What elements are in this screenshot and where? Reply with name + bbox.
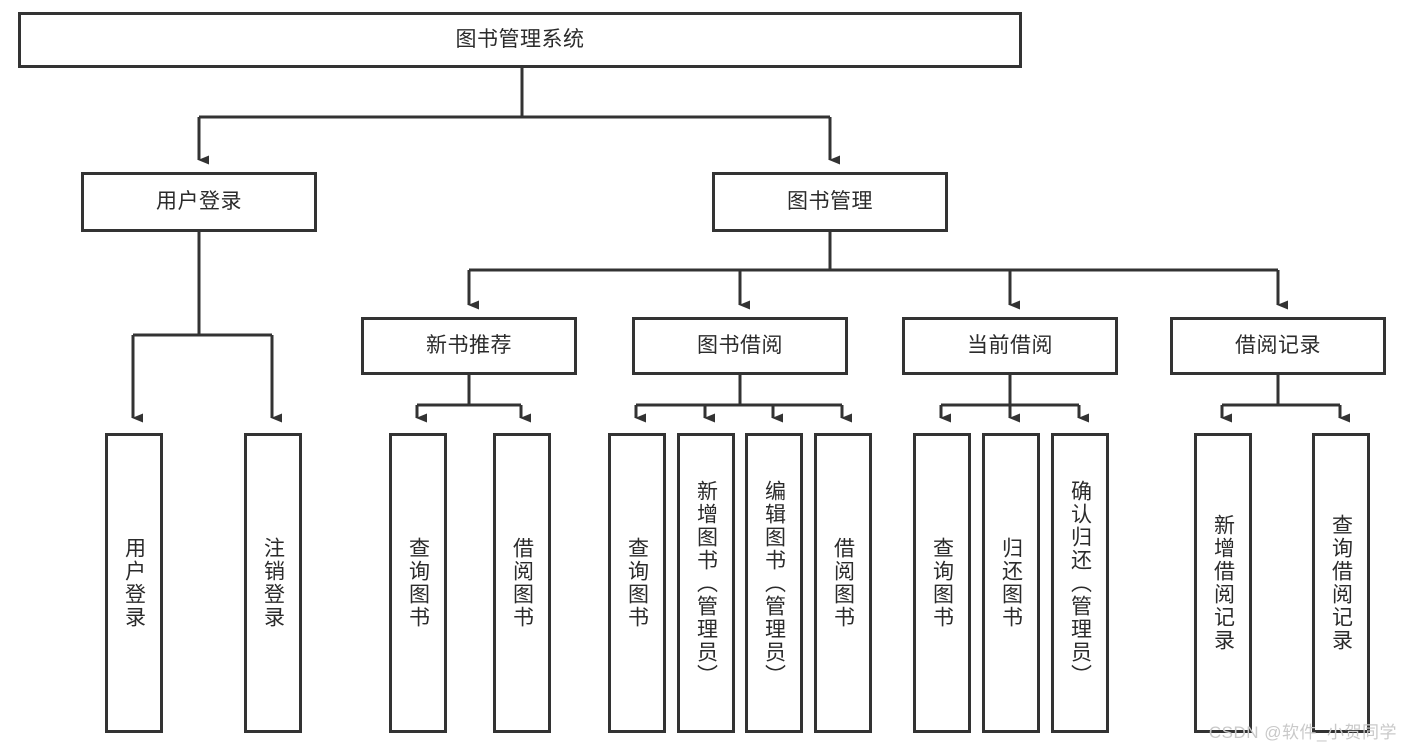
node-book-manage[interactable]: 图书管理 — [712, 172, 948, 232]
node-borrow-record-label: 借阅记录 — [1235, 334, 1321, 358]
node-leaf-query-record[interactable]: 查询借阅记录 — [1312, 433, 1370, 733]
node-book-manage-label: 图书管理 — [787, 190, 873, 214]
node-current-borrow[interactable]: 当前借阅 — [902, 317, 1118, 375]
node-leaf-user-login[interactable]: 用户登录 — [105, 433, 163, 733]
node-new-book-recommend-label: 新书推荐 — [426, 334, 512, 358]
node-leaf-borrow-book-2[interactable]: 借阅图书 — [814, 433, 872, 733]
node-book-borrow[interactable]: 图书借阅 — [632, 317, 848, 375]
node-leaf-add-record-label: 新增借阅记录 — [1211, 514, 1235, 652]
node-leaf-query-book-3-label: 查询图书 — [930, 537, 954, 629]
node-leaf-query-book-1[interactable]: 查询图书 — [389, 433, 447, 733]
node-current-borrow-label: 当前借阅 — [967, 334, 1053, 358]
node-leaf-query-book-1-label: 查询图书 — [406, 537, 430, 629]
node-leaf-add-book-label: 新增图书（管理员） — [694, 479, 718, 687]
node-leaf-borrow-book-2-label: 借阅图书 — [831, 537, 855, 629]
node-leaf-user-logout-label: 注销登录 — [261, 537, 285, 629]
node-leaf-edit-book[interactable]: 编辑图书（管理员） — [745, 433, 803, 733]
node-leaf-confirm-return[interactable]: 确认归还（管理员） — [1051, 433, 1109, 733]
node-leaf-user-login-label: 用户登录 — [122, 537, 146, 629]
node-root[interactable]: 图书管理系统 — [18, 12, 1022, 68]
node-leaf-borrow-book-1-label: 借阅图书 — [510, 537, 534, 629]
node-leaf-add-book[interactable]: 新增图书（管理员） — [677, 433, 735, 733]
node-leaf-borrow-book-1[interactable]: 借阅图书 — [493, 433, 551, 733]
csdn-watermark: CSDN @软件_小贺同学 — [1208, 723, 1397, 742]
node-user-login[interactable]: 用户登录 — [81, 172, 317, 232]
node-root-label: 图书管理系统 — [455, 28, 585, 52]
node-leaf-edit-book-label: 编辑图书（管理员） — [762, 479, 786, 687]
node-leaf-query-book-2[interactable]: 查询图书 — [608, 433, 666, 733]
node-leaf-query-record-label: 查询借阅记录 — [1329, 514, 1353, 652]
node-leaf-query-book-2-label: 查询图书 — [625, 537, 649, 629]
node-new-book-recommend[interactable]: 新书推荐 — [361, 317, 577, 375]
node-leaf-confirm-return-label: 确认归还（管理员） — [1068, 479, 1092, 687]
node-leaf-add-record[interactable]: 新增借阅记录 — [1194, 433, 1252, 733]
node-leaf-query-book-3[interactable]: 查询图书 — [913, 433, 971, 733]
node-book-borrow-label: 图书借阅 — [697, 334, 783, 358]
node-leaf-return-book[interactable]: 归还图书 — [982, 433, 1040, 733]
node-leaf-user-logout[interactable]: 注销登录 — [244, 433, 302, 733]
node-leaf-return-book-label: 归还图书 — [999, 537, 1023, 629]
node-user-login-label: 用户登录 — [156, 190, 242, 214]
node-borrow-record[interactable]: 借阅记录 — [1170, 317, 1386, 375]
